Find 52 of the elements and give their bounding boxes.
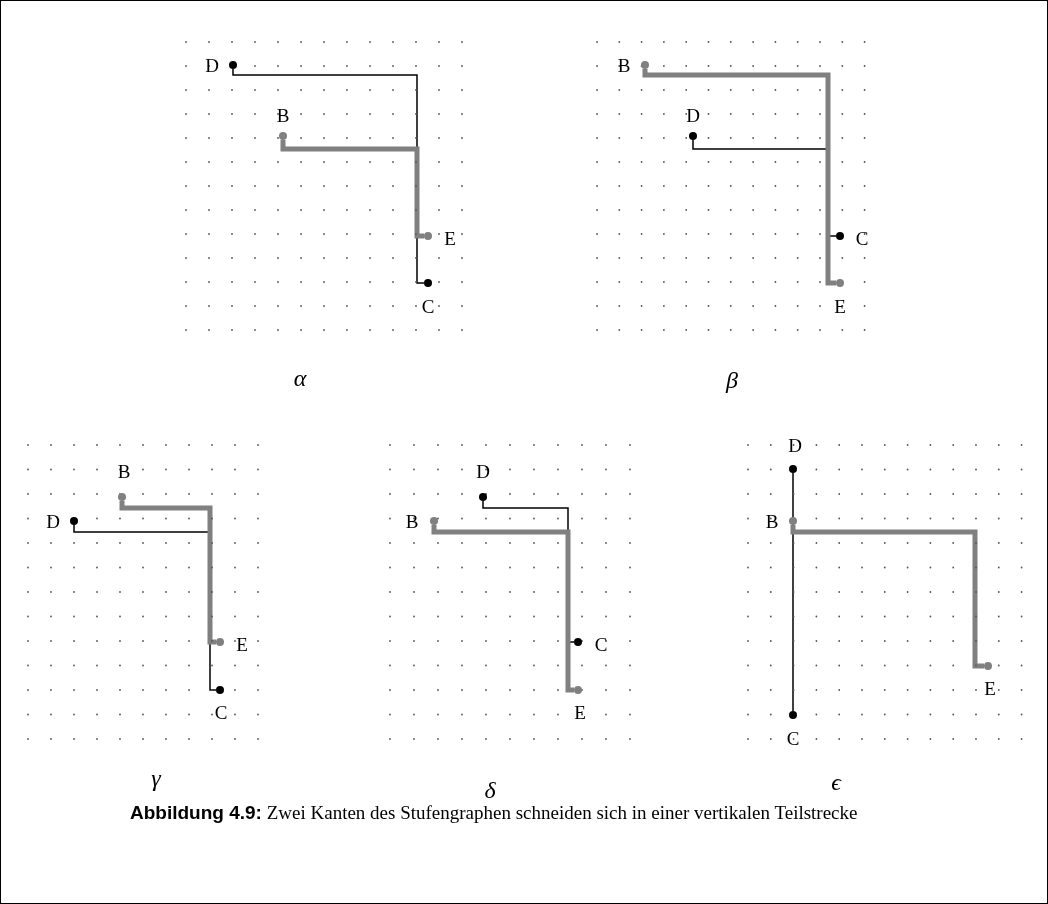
vertex-label: D — [46, 511, 60, 531]
vertex-dot — [279, 132, 287, 140]
vertex-label: C — [855, 228, 869, 248]
vertex-label: D — [686, 105, 700, 125]
panel-label: δ — [484, 778, 496, 802]
vertex-dot — [216, 686, 224, 694]
vertex-dot — [574, 638, 582, 646]
vertex-label: E — [236, 634, 248, 654]
vertex-label: E — [574, 702, 586, 722]
vertex-dot — [574, 686, 582, 694]
vertex-label: C — [594, 634, 608, 654]
thick-polyline — [431, 525, 574, 693]
figure-caption: Abbildung 4.9: Zwei Kanten des Stufengraphen schneiden sich in einer vertikalen Teilstrecke — [130, 801, 859, 825]
vertex-dot — [789, 465, 797, 473]
vertex-label: B — [765, 511, 779, 531]
vertex-label: B — [617, 55, 631, 75]
panel-label: β — [726, 368, 738, 392]
vertex-label: E — [444, 228, 456, 248]
vertex-dot — [641, 61, 649, 69]
thick-polyline — [790, 525, 984, 669]
vertex-label: B — [117, 461, 131, 481]
vertex-dot — [424, 279, 432, 287]
vertex-dot — [984, 662, 992, 670]
panel-label: ϵ — [831, 770, 841, 794]
polyline — [792, 472, 794, 712]
vertex-label: B — [276, 105, 290, 125]
thick-polyline — [280, 140, 424, 239]
panel-label: γ — [151, 766, 161, 790]
vertex-label: C — [786, 728, 800, 748]
vertex-dot — [70, 517, 78, 525]
panel-label: α — [293, 366, 307, 390]
thick-polyline — [642, 69, 836, 286]
vertex-dot — [789, 517, 797, 525]
vertex-label: E — [984, 678, 996, 698]
vertex-dot — [789, 711, 797, 719]
vertex-label: D — [205, 55, 219, 75]
vertex-dot — [424, 232, 432, 240]
vertex-label: D — [788, 435, 802, 455]
vertex-label: C — [214, 702, 228, 722]
vertex-dot — [479, 493, 487, 501]
vertex-label: E — [834, 296, 846, 316]
vertex-dot — [689, 132, 697, 140]
vertex-label: D — [476, 461, 490, 481]
vertex-dot — [229, 61, 237, 69]
vertex-dot — [118, 493, 126, 501]
vertex-dot — [430, 517, 438, 525]
vertex-label: B — [405, 511, 419, 531]
thick-polyline — [119, 501, 216, 645]
vertex-dot — [836, 232, 844, 240]
vertex-dot — [216, 638, 224, 646]
vertex-dot — [836, 279, 844, 287]
vertex-label: C — [421, 296, 435, 316]
